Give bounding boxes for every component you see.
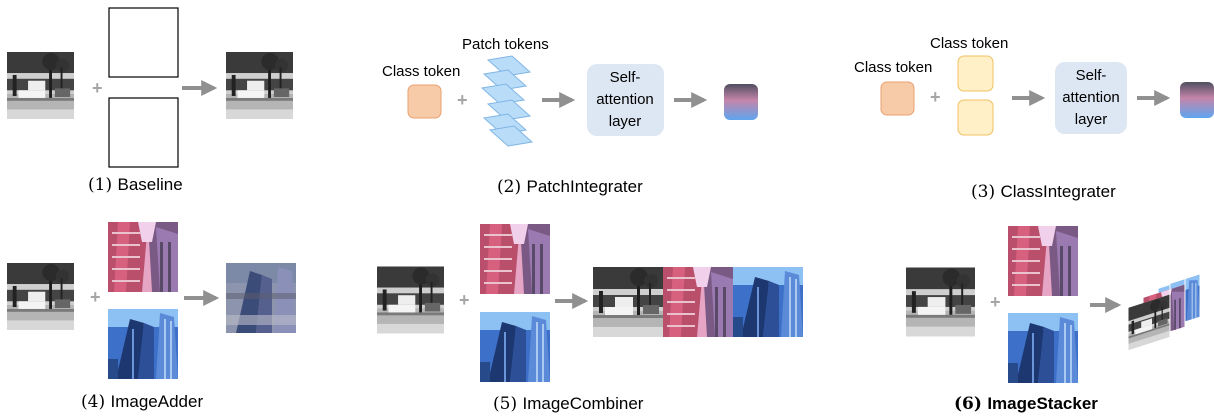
output-token [1180,82,1214,118]
output-image-blended [226,263,296,333]
self-attention-label-line2: attention [1062,89,1120,106]
caption-baseline: (1) Baseline [88,175,183,195]
class-token-label: Class token [382,63,461,80]
input-image-pink-building [108,222,178,292]
combined-output-image [593,267,803,337]
caption-name: PatchIntegrater [526,177,643,196]
caption-number: (3) [971,182,996,202]
plus-sign: + [930,87,941,107]
input-image-pink-building [480,224,550,294]
class-token [880,81,915,116]
input-image-blue-building [108,309,178,379]
self-attention-label-line1: Self- [1076,67,1107,84]
caption-name: ImageStacker [987,394,1098,413]
class-token [407,84,442,119]
caption-name: ImageCombiner [522,394,644,413]
caption-number: (5) [493,394,518,414]
patch-token-stack [480,55,534,147]
caption-image-combiner: (5) ImageCombiner [493,394,643,414]
empty-image-top [108,7,179,78]
patch-tokens-label: Patch tokens [462,36,549,53]
caption-name: ImageAdder [110,392,204,411]
plus-sign: + [457,90,468,110]
output-token [724,84,758,120]
plus-sign: + [90,287,101,307]
caption-name: Baseline [117,175,183,194]
input-image-blue-building [480,312,550,382]
stacked-output-image [1127,263,1201,361]
class-token-extra-top [957,55,994,92]
caption-number: (4) [81,392,106,412]
empty-image-bottom [108,97,179,168]
class-token-top-label: Class token [930,35,1009,52]
self-attention-layer-box [587,64,664,136]
input-image-blue-building [1008,313,1078,383]
caption-number: (6) [954,394,982,414]
plus-sign: + [459,290,470,310]
caption-image-adder: (4) ImageAdder [81,392,203,412]
self-attention-layer-box [1055,62,1127,134]
self-attention-label-line3: layer [609,113,642,130]
input-image-street [377,266,444,334]
self-attention-label-line3: layer [1075,111,1108,128]
output-image-street [226,52,293,119]
class-token-extra-bottom [957,99,994,136]
self-attention-label-line1: Self- [610,69,641,86]
input-image-street [906,267,975,337]
self-attention-label-line2: attention [596,91,654,108]
caption-image-stacker: (6) ImageStacker [954,394,1098,414]
class-token-left-label: Class token [854,59,933,76]
caption-number: (1) [88,175,113,195]
input-image-street [7,263,74,330]
caption-number: (2) [497,177,522,197]
caption-patch-integrater: (2) PatchIntegrater [497,177,643,197]
input-image-street [7,52,74,119]
input-image-pink-building [1008,226,1078,296]
caption-class-integrater: (3) ClassIntegrater [971,182,1116,202]
caption-name: ClassIntegrater [1000,182,1116,201]
plus-sign: + [92,78,103,98]
plus-sign: + [990,292,1001,312]
